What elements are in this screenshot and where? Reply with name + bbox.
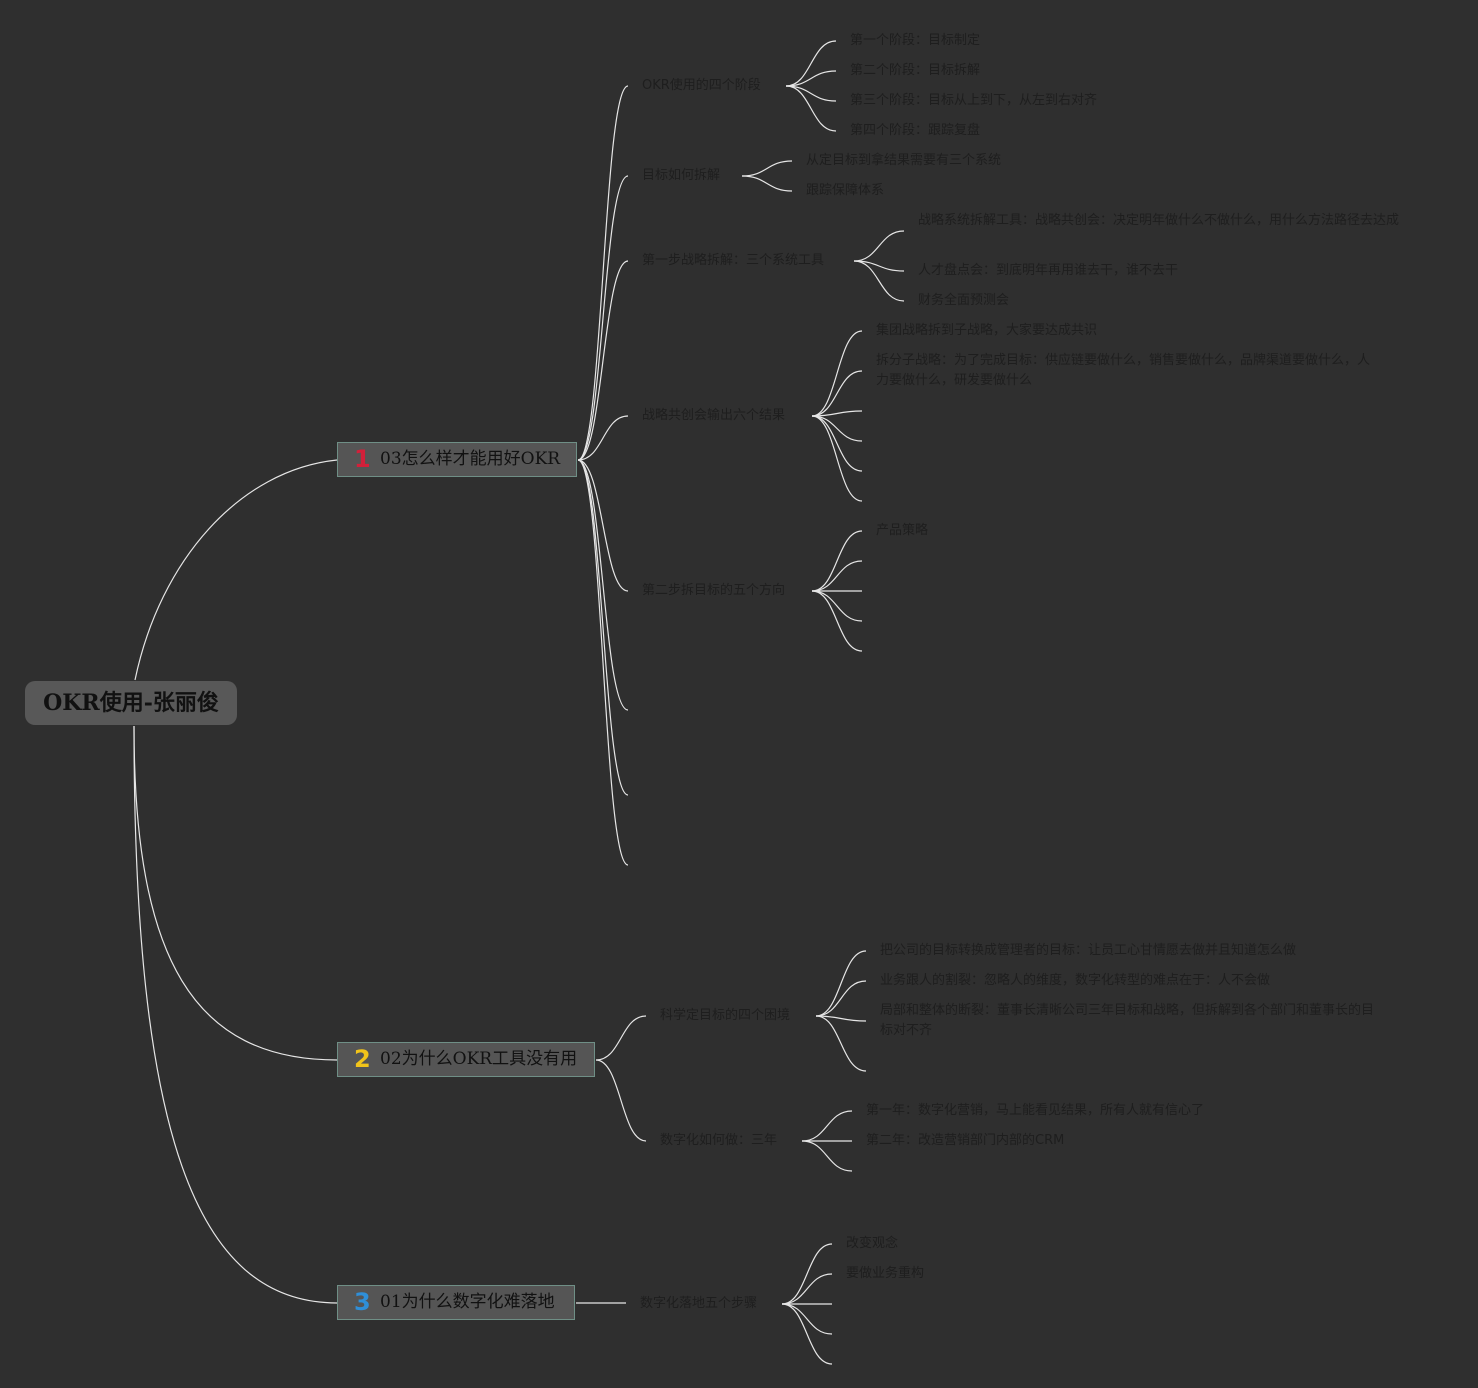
connector-curve [577, 260, 629, 461]
leaf-sub-strategy[interactable]: 拆分子战略：为了完成目标：供应链要做什么，销售要做什么，品牌渠道要做什么，人力要… [876, 353, 1371, 388]
connector-curve [577, 459, 629, 796]
connector-curve [134, 459, 338, 681]
leaf-year-1[interactable]: 第一年：数字化营销，马上能看见结果，所有人就有信心了 [866, 1103, 1205, 1118]
leaf-product-strategy[interactable]: 产品策略 [876, 523, 929, 538]
connector-curve [577, 459, 629, 866]
connector-curve [781, 1273, 833, 1305]
leaf-dilemma-3[interactable]: 局部和整体的断裂：董事长清晰公司三年目标和战略，但拆解到各个部门和董事长的目标对… [880, 1003, 1375, 1038]
leaf-stage-1[interactable]: 第一个阶段：目标制定 [850, 33, 981, 48]
topic-strategy-tools[interactable]: 第一步战略拆解：三个系统工具 [642, 253, 825, 268]
topic-okr-four-stages[interactable]: OKR使用的四个阶段 [642, 78, 761, 93]
connector-curve [811, 560, 863, 592]
connector-curve [595, 1059, 647, 1142]
connector-curve [853, 260, 905, 302]
connector-curve [577, 85, 629, 461]
leaf-dilemma-1[interactable]: 把公司的目标转换成管理者的目标：让员工心甘情愿去做并且知道怎么做 [880, 943, 1297, 958]
connector-curve [595, 1015, 647, 1061]
connector-curve [741, 160, 793, 177]
connector-curve [577, 175, 629, 461]
root-node[interactable]: OKR使用-张丽俊 [25, 681, 237, 725]
branch-label: 02为什么OKR工具没有用 [380, 1049, 578, 1069]
leaf-year-2[interactable]: 第二年：改造营销部门内部的CRM [866, 1133, 1065, 1148]
connector-curve [781, 1303, 833, 1335]
connector-curve [577, 415, 629, 461]
leaf-change-mindset[interactable]: 改变观念 [846, 1236, 899, 1251]
number-badge-icon: 1 [354, 445, 371, 473]
connector-curve [815, 1015, 867, 1022]
topic-four-dilemmas[interactable]: 科学定目标的四个困境 [660, 1008, 791, 1023]
connector-curve [811, 370, 863, 417]
branch-label: 01为什么数字化难落地 [380, 1292, 555, 1312]
connector-curve [133, 725, 338, 1304]
connector-curve [785, 85, 837, 132]
leaf-three-systems[interactable]: 从定目标到拿结果需要有三个系统 [806, 153, 1002, 168]
leaf-stage-2[interactable]: 第二个阶段：目标拆解 [850, 63, 981, 78]
connector-curve [577, 459, 629, 711]
number-badge-icon: 2 [354, 1045, 371, 1073]
connector-curve [781, 1303, 833, 1365]
connector-curve [811, 330, 863, 417]
topic-goal-breakdown[interactable]: 目标如何拆解 [642, 168, 721, 183]
connector-curve [853, 230, 905, 262]
topic-five-directions[interactable]: 第二步拆目标的五个方向 [642, 583, 786, 598]
leaf-tracking-system[interactable]: 跟踪保障体系 [806, 183, 885, 198]
branch-node-02[interactable]: 2 02为什么OKR工具没有用 [337, 1042, 595, 1077]
leaf-stage-4[interactable]: 第四个阶段：跟踪复盘 [850, 123, 981, 138]
topic-digital-three-years[interactable]: 数字化如何做：三年 [660, 1133, 778, 1148]
branch-node-03[interactable]: 1 03怎么样才能用好OKR [337, 442, 577, 477]
connector-curve [785, 40, 837, 87]
branch-node-01[interactable]: 3 01为什么数字化难落地 [337, 1285, 575, 1320]
connector-curve [815, 1015, 867, 1072]
branch-label: 03怎么样才能用好OKR [380, 449, 561, 469]
leaf-group-strategy[interactable]: 集团战略拆到子战略，大家要达成共识 [876, 323, 1098, 338]
topic-six-results[interactable]: 战略共创会输出六个结果 [642, 408, 786, 423]
connector-curve [811, 530, 863, 592]
connector-curve [811, 590, 863, 652]
connector-curve [741, 175, 793, 192]
leaf-strategy-tool[interactable]: 战略系统拆解工具：战略共创会：决定明年做什么不做什么，用什么方法路径去达成 [918, 213, 1400, 228]
connector-curve [781, 1243, 833, 1305]
connector-curve [577, 459, 629, 592]
connector-curve [811, 415, 863, 472]
topic-five-steps[interactable]: 数字化落地五个步骤 [640, 1296, 758, 1311]
connector-curve [801, 1140, 853, 1172]
leaf-finance-forecast[interactable]: 财务全面预测会 [918, 293, 1010, 308]
connector-curve [811, 590, 863, 622]
connector-curve [811, 410, 863, 417]
connector-curve [785, 85, 837, 102]
connector-curve [815, 980, 867, 1017]
leaf-stage-3[interactable]: 第三个阶段：目标从上到下，从左到右对齐 [850, 93, 1098, 108]
connector-curve [801, 1110, 853, 1142]
connector-curve [811, 415, 863, 502]
connector-curve [785, 70, 837, 87]
number-badge-icon: 3 [354, 1288, 371, 1316]
connector-curve [815, 950, 867, 1017]
leaf-dilemma-2[interactable]: 业务跟人的割裂：忽略人的维度，数字化转型的难点在于：人不会做 [880, 973, 1271, 988]
connector-curve [133, 725, 338, 1061]
leaf-business-rebuild[interactable]: 要做业务重构 [846, 1266, 925, 1281]
leaf-talent-review[interactable]: 人才盘点会：到底明年再用谁去干，谁不去干 [918, 263, 1179, 278]
